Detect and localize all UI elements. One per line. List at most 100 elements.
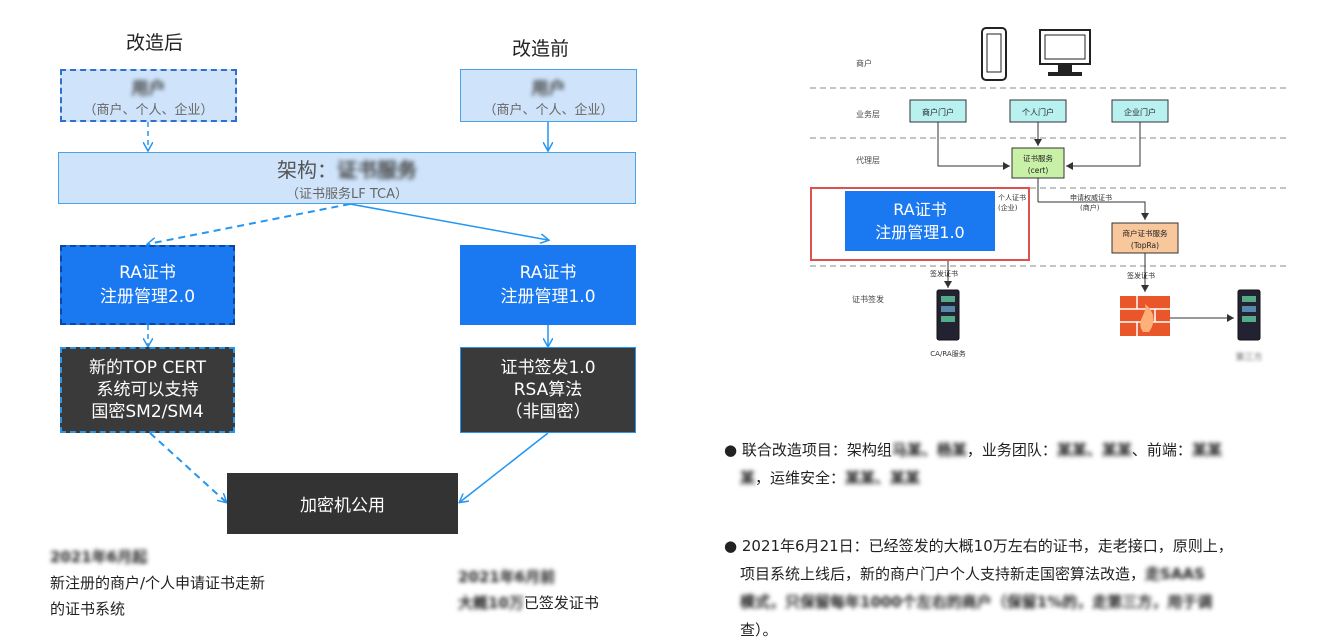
hsm-box: 加密机公用 <box>227 473 458 534</box>
left-connectors <box>0 122 700 644</box>
portal-personal: 个人门户 <box>1009 99 1067 123</box>
hsm-label: 加密机公用 <box>300 496 385 516</box>
layer-label-issue: 证书签发 <box>852 294 884 304</box>
b1-blur3: 某某 <box>1191 441 1222 459</box>
caption-right-count: 大概10万 <box>458 594 524 612</box>
before-title: 改造前 <box>512 38 570 60</box>
bullet-2-line3: 模式，只保留每年1000个左右的商户（保留1%的，走第三方，用于调 <box>740 593 1213 611</box>
bullet-1-line1: ● 联合改造项目：架构组马某、杨某，业务团队：某某、某某、前端：某某 <box>724 441 1222 459</box>
b2-line1: 2021年6月21日：已经签发的大概10万左右的证书，走老接口，原则上， <box>741 537 1233 555</box>
layer-label-business: 业务层 <box>856 109 880 119</box>
arrow-arch-to-ra1 <box>349 203 548 240</box>
third-label: 第三方 <box>1235 351 1262 363</box>
ra1-line2: 注册管理1.0 <box>500 287 596 307</box>
conn-merchant-cert <box>937 122 1010 170</box>
arrow-label-right-2: (商户) <box>1080 203 1100 212</box>
ca-label: CA/RA服务 <box>930 349 965 358</box>
ra-highlight-frame <box>810 187 1030 261</box>
caption-left: 2021年6月起 新注册的商户/个人申请证书走新 的证书系统 <box>50 544 330 622</box>
portal-merchant: 商户门户 <box>909 99 967 123</box>
ra2-line1: RA证书 <box>119 263 176 283</box>
cert-service-line1: 证书服务 <box>1023 153 1053 163</box>
topcert-line2: 系统可以支持 <box>96 380 199 400</box>
sign-line1: 证书签发1.0 <box>500 358 596 378</box>
bullet-2: ● 2021年6月21日：已经签发的大概10万左右的证书，走老接口，原则上， 项… <box>724 532 1324 644</box>
arrow-label-right-1: 申请权威证书 <box>1070 193 1112 202</box>
arrow-arch-to-ra2 <box>148 203 351 244</box>
sign-line2: RSA算法 <box>513 380 583 400</box>
sign-line3: （非国密） <box>505 402 591 422</box>
user-box-before: 用户 （商户、个人、企业） <box>460 69 637 122</box>
ra-overlay-box: RA证书 注册管理1.0 <box>845 191 995 251</box>
bullet-2-line1: ● 2021年6月21日：已经签发的大概10万左右的证书，走老接口，原则上， <box>724 537 1233 555</box>
caption-left-date: 2021年6月起 <box>50 548 148 566</box>
b1-line2: ，运维安全： <box>755 469 846 487</box>
layer-label-proxy: 代理层 <box>856 155 880 165</box>
arch-title-row: 架构：证书服务 <box>277 154 417 183</box>
b1-prefix: 联合改造项目：架构组 <box>741 441 892 459</box>
ra-overlay-line1: RA证书 <box>893 200 947 219</box>
b1-blur4: 某某、某某 <box>845 469 921 487</box>
arch-name: 证书服务 <box>337 158 417 182</box>
user-sub-after: （商户、个人、企业） <box>83 102 214 118</box>
bullet-2-line2: 项目系统上线后，新的商户门户个人支持新走国密算法改造，走SAAS <box>724 560 1324 588</box>
arch-box: 架构：证书服务 （证书服务LF TCA） <box>58 152 636 204</box>
portal-enterprise-label: 企业门户 <box>1124 107 1156 117</box>
arrow-sign-to-hsm <box>460 432 549 502</box>
topra-line2: (TopRa) <box>1131 241 1159 250</box>
arrow-topcert-to-hsm <box>149 432 226 502</box>
cert-service-box: 证书服务 (cert) <box>1011 147 1065 179</box>
ca-server-icon <box>936 289 960 341</box>
monitor-icon <box>1039 29 1091 76</box>
bullet-2-line4: 查）。 <box>740 621 778 639</box>
sign-label-right: 签发证书 <box>1127 271 1155 280</box>
bullet-1-line2: 某，运维安全：某某、某某 <box>724 464 1324 492</box>
b1-blur1: 马某、杨某 <box>891 441 967 459</box>
topra-box: 商户证书服务 (TopRa) <box>1111 222 1179 254</box>
sign-label-left: 签发证书 <box>930 269 958 278</box>
caption-right: 2021年6月前 大概10万已签发证书 <box>458 564 698 616</box>
firewall-icon <box>1120 296 1170 336</box>
ra2-box: RA证书 注册管理2.0 <box>60 245 235 325</box>
ra1-box: RA证书 注册管理1.0 <box>460 245 636 325</box>
topcert-line3: 国密SM2/SM4 <box>91 402 204 422</box>
arch-sub: （证书服务LF TCA） <box>285 187 408 202</box>
architecture-diagram: 商户 业务层 代理层 证书签发 商户门户 个人门户 企业门户 <box>810 27 1290 363</box>
arrow-label-left-1: 个人证书 <box>998 193 1026 202</box>
user-sub-before: （商户、个人、企业） <box>483 102 614 118</box>
sign-box: 证书签发1.0 RSA算法 （非国密） <box>460 347 636 433</box>
b1-mid2: 、前端： <box>1131 441 1192 459</box>
b2-line2a: 项目系统上线后，新的商户门户个人支持新走国密算法改造， <box>740 565 1146 583</box>
user-box-after: 用户 （商户、个人、企业） <box>60 69 237 122</box>
arch-title: 架构： <box>277 158 337 182</box>
user-name-after: 用户 <box>131 78 166 99</box>
topra-line1: 商户证书服务 <box>1123 228 1168 238</box>
portal-merchant-label: 商户门户 <box>922 107 954 117</box>
caption-left-line1: 新注册的商户/个人申请证书走新 <box>50 574 266 592</box>
b1-line2-blur: 某 <box>740 469 756 487</box>
ra-overlay-line2: 注册管理1.0 <box>875 223 965 242</box>
ra1-line1: RA证书 <box>519 263 577 283</box>
ra2-line2: 注册管理2.0 <box>99 287 196 307</box>
bullet-1: ● 联合改造项目：架构组马某、杨某，业务团队：某某、某某、前端：某某 某，运维安… <box>724 436 1324 492</box>
layer-label-merchant: 商户 <box>856 58 872 68</box>
caption-right-row: 大概10万已签发证书 <box>458 590 698 616</box>
caption-right-line: 已签发证书 <box>523 594 599 612</box>
third-server-icon <box>1237 289 1261 341</box>
b2-line2b: 走SAAS <box>1145 565 1205 583</box>
topcert-line1: 新的TOP CERT <box>89 358 206 378</box>
phone-icon <box>981 27 1007 81</box>
caption-left-line2: 的证书系统 <box>50 600 126 618</box>
b1-mid: ，业务团队： <box>966 441 1057 459</box>
b1-blur2: 某某、某某 <box>1056 441 1132 459</box>
user-name-before: 用户 <box>531 78 566 99</box>
topcert-box: 新的TOP CERT 系统可以支持 国密SM2/SM4 <box>60 347 235 433</box>
after-title: 改造后 <box>126 32 184 54</box>
portal-enterprise: 企业门户 <box>1111 99 1169 123</box>
portal-personal-label: 个人门户 <box>1022 107 1054 117</box>
conn-enterprise-cert <box>1066 122 1141 170</box>
arrow-label-left-2: (企业) <box>998 203 1018 212</box>
caption-right-date: 2021年6月前 <box>458 568 556 586</box>
cert-service-line2: (cert) <box>1028 166 1049 175</box>
conn-cert-to-topra <box>1038 201 1149 220</box>
